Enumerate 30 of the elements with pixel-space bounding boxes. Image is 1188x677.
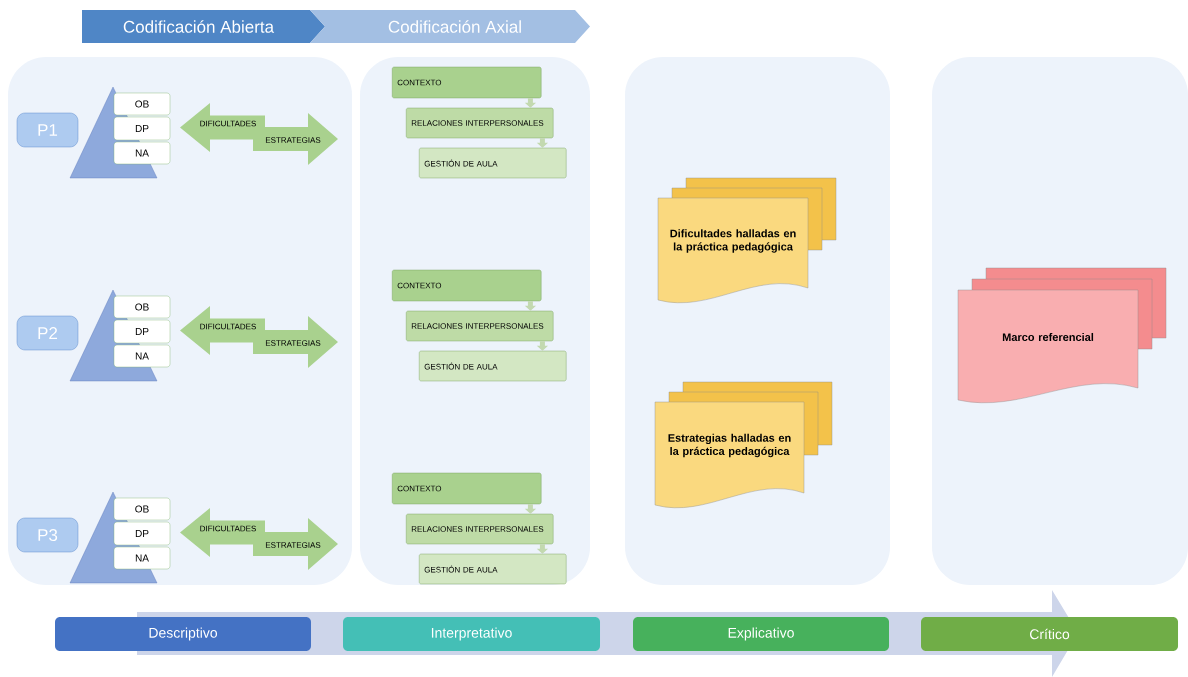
document-stack: Marco referencial xyxy=(957,267,1167,403)
category-box: GESTIÓN DE AULA xyxy=(419,147,567,179)
step-banner: Codificación Abierta xyxy=(82,10,325,43)
category-box: CONTEXTO xyxy=(392,472,542,505)
category-box: RELACIONES INTERPERSONALES xyxy=(406,513,554,545)
step-banner: Codificación Axial xyxy=(310,10,590,43)
category-box: DP xyxy=(113,116,171,141)
category-box: CONTEXTO xyxy=(392,66,542,99)
category-box: NA xyxy=(113,344,171,368)
stage-box: Interpretativo xyxy=(343,617,600,651)
category-box: NA xyxy=(113,141,171,165)
category-box: RELACIONES INTERPERSONALES xyxy=(406,107,554,139)
category-box: CONTEXTO xyxy=(392,269,542,302)
category-box: OB xyxy=(113,497,171,521)
category-box: OB xyxy=(113,295,171,319)
participant-box: P3 xyxy=(16,517,79,553)
category-box: DP xyxy=(113,319,171,344)
document-stack: Estrategias halladas en la práctica pedagógica xyxy=(654,381,833,508)
category-box: GESTIÓN DE AULA xyxy=(419,350,567,382)
document-stack: Dificultades halladas en la práctica pedagógica xyxy=(657,177,837,303)
category-box: NA xyxy=(113,546,171,570)
category-box: OB xyxy=(113,92,171,116)
category-box: DP xyxy=(113,521,171,546)
category-box: GESTIÓN DE AULA xyxy=(419,553,567,585)
participant-box: P1 xyxy=(16,112,79,148)
stage-box: Explicativo xyxy=(633,617,889,651)
participant-box: P2 xyxy=(16,315,79,351)
stage-box: Crítico xyxy=(921,617,1178,651)
stage-box: Descriptivo xyxy=(55,617,311,651)
category-box: RELACIONES INTERPERSONALES xyxy=(406,310,554,342)
